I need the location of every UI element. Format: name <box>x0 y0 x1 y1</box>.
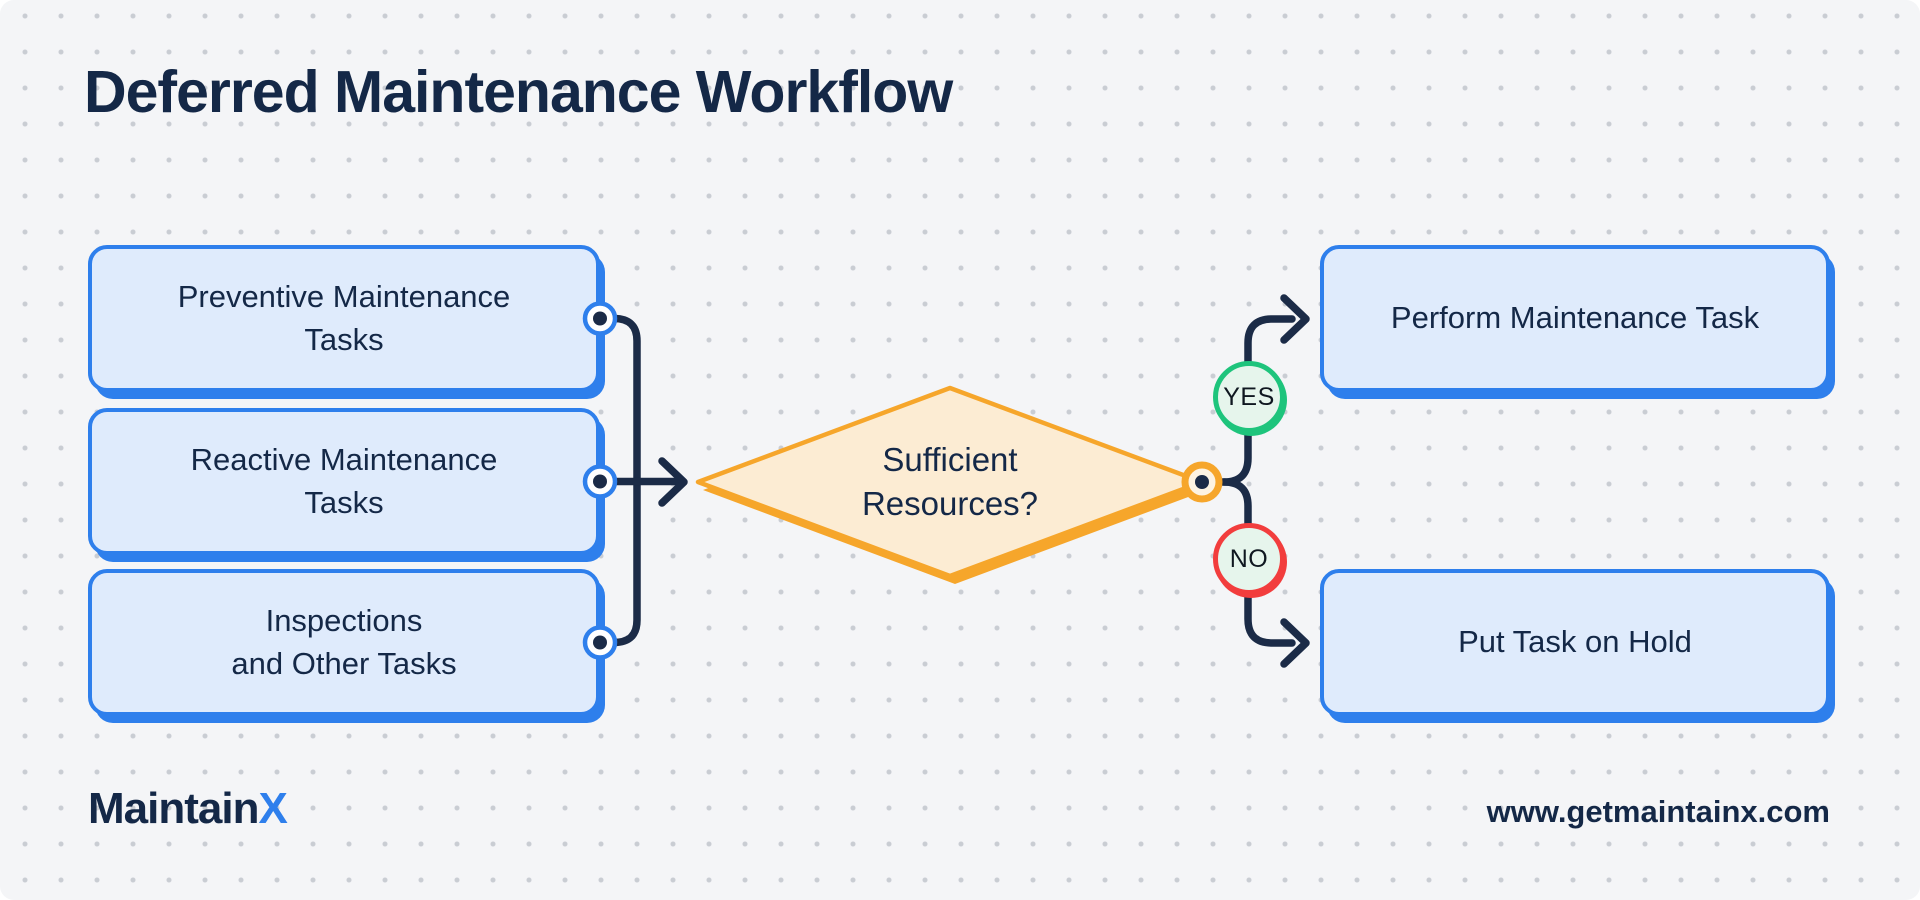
logo-text-accent: X <box>258 784 287 833</box>
yes-arrowhead <box>1280 294 1310 344</box>
node-inspections-other-tasks: Inspections and Other Tasks <box>88 569 600 716</box>
node-perform-maintenance-task: Perform Maintenance Task <box>1320 245 1830 392</box>
port-decision-output <box>1181 461 1223 503</box>
node-preventive-maintenance-tasks: Preventive Maintenance Tasks <box>88 245 600 392</box>
decision-input-arrowhead <box>658 457 688 507</box>
node-label: Perform Maintenance Task <box>1390 300 1760 336</box>
node-label: Inspections and Other Tasks <box>231 602 457 681</box>
port-source-2 <box>582 464 618 499</box>
maintainx-logo: MaintainX <box>88 784 288 834</box>
node-label: Put Task on Hold <box>1458 624 1692 660</box>
node-put-task-on-hold: Put Task on Hold <box>1320 569 1830 716</box>
logo-text-dark: Maintain <box>88 784 259 833</box>
node-label: Preventive Maintenance Tasks <box>177 278 511 357</box>
node-reactive-maintenance-tasks: Reactive Maintenance Tasks <box>88 408 600 555</box>
decision-label: Sufficient Resources? <box>861 441 1039 522</box>
no-arrowhead <box>1280 618 1310 668</box>
port-source-1 <box>582 301 618 336</box>
website-url: www.getmaintainx.com <box>1486 794 1830 829</box>
node-label: Reactive Maintenance Tasks <box>190 441 498 520</box>
port-source-3 <box>582 625 618 660</box>
no-badge: NO <box>1213 523 1285 595</box>
no-branch-line <box>1220 478 1296 647</box>
page-title: Deferred Maintenance Workflow <box>84 59 953 125</box>
yes-badge: YES <box>1213 361 1285 433</box>
